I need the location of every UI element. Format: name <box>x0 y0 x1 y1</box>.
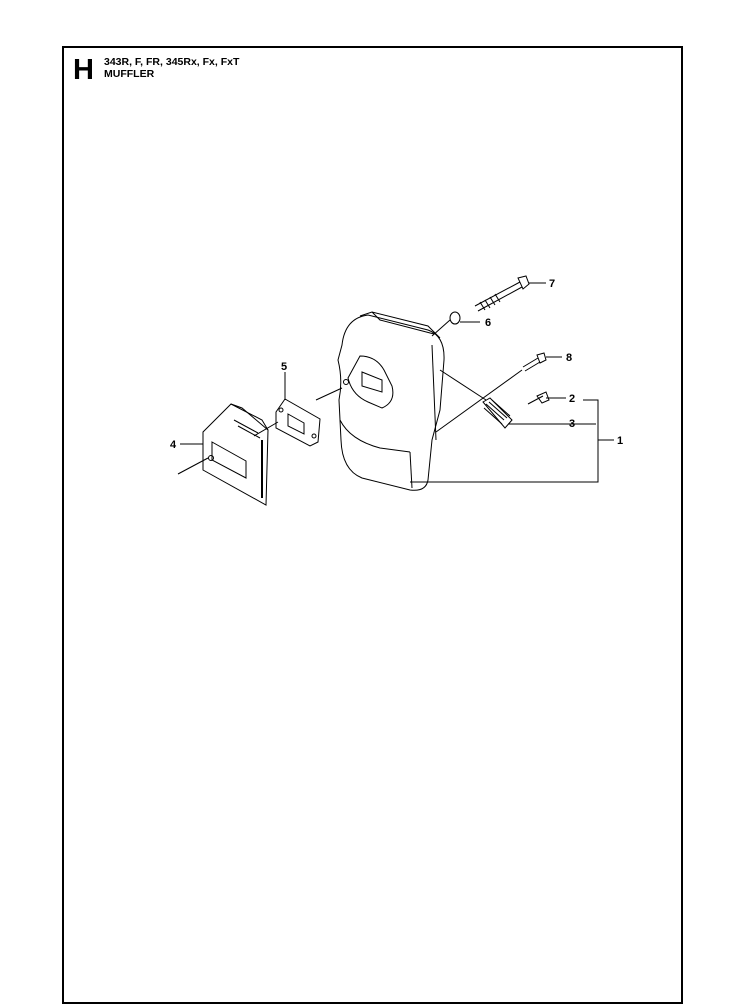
callout-5: 5 <box>281 361 287 373</box>
screw-part-7 <box>474 275 530 312</box>
callout-8: 8 <box>566 352 572 364</box>
heat-shield-part <box>202 403 269 506</box>
muffler-body-part <box>337 311 445 491</box>
callout-2: 2 <box>569 393 575 405</box>
screw-part-8 <box>522 352 547 372</box>
callout-1: 1 <box>617 435 623 447</box>
section-letter: H <box>73 54 94 86</box>
page-frame <box>62 46 683 1004</box>
leader-lines <box>177 282 614 483</box>
callout-3: 3 <box>569 418 575 430</box>
gasket-part <box>275 398 321 447</box>
callout-6: 6 <box>485 317 491 329</box>
callout-7: 7 <box>549 278 555 290</box>
callout-4: 4 <box>170 439 177 451</box>
screw-part-2 <box>527 391 550 405</box>
model-list: 343R, F, FR, 345Rx, Fx, FxT <box>104 56 240 68</box>
callout-labels: 1 2 3 4 5 6 7 8 <box>170 278 623 451</box>
spark-arrestor-part <box>482 397 513 429</box>
diagram-title: MUFFLER <box>104 68 155 80</box>
washer-part <box>449 311 461 325</box>
